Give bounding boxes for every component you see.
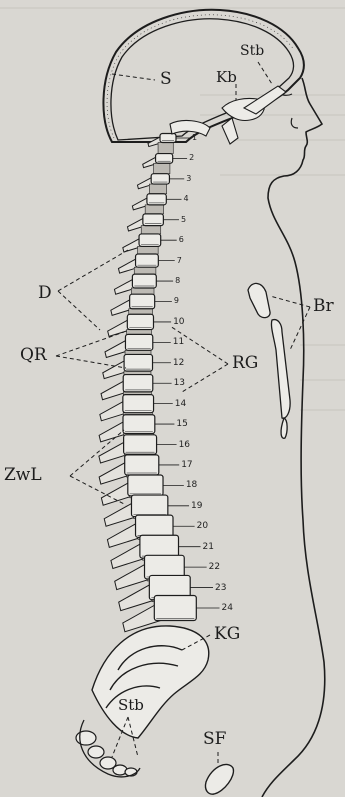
intervertebral-disc	[125, 350, 151, 354]
vertebra-body	[131, 495, 167, 517]
vertebra-number: 5	[181, 216, 186, 224]
vertebra-number: 21	[202, 543, 213, 552]
vertebra-body	[136, 515, 173, 537]
label-D: D	[38, 285, 52, 302]
label-SF: SF	[203, 731, 226, 748]
vertebra-number: 14	[175, 400, 186, 409]
intervertebral-disc	[158, 143, 173, 154]
sf-bone	[205, 764, 233, 794]
vertebra-number: 20	[197, 522, 208, 531]
vertebra-body	[124, 435, 157, 454]
sacrum	[92, 626, 209, 738]
vertebra-number: 3	[186, 175, 191, 183]
intervertebral-disc	[138, 246, 159, 254]
vertebra-number: 13	[174, 379, 185, 388]
vertebra-number: 7	[177, 257, 182, 265]
intervertebral-disc	[131, 288, 154, 294]
vertebra-number: 1	[192, 134, 197, 142]
label-ZwL: ZwL	[4, 467, 42, 484]
vertebra-number: 11	[173, 338, 184, 347]
intervertebral-disc	[145, 205, 163, 214]
vertebra-body	[123, 395, 154, 413]
vertebra-number: 2	[189, 154, 194, 162]
vertebra-body	[123, 415, 155, 434]
intervertebral-disc	[127, 330, 152, 335]
vertebra-body	[156, 154, 173, 164]
vertebra-body	[125, 334, 152, 350]
bleed-through-ghost	[120, 2, 126, 16]
vertebra-body	[151, 174, 169, 184]
vertebra-number: 18	[186, 481, 197, 490]
label-Stb-bottom: Stb	[118, 698, 144, 713]
vertebra-number: 22	[209, 563, 220, 572]
intervertebral-disc	[154, 163, 170, 173]
label-Stb-top: Stb	[240, 44, 264, 58]
label-KG: KG	[214, 626, 240, 643]
vertebra-number: 9	[174, 297, 179, 305]
label-RG: RG	[232, 355, 258, 372]
intervertebral-disc	[129, 309, 153, 315]
intervertebral-disc	[134, 267, 156, 274]
vertebra-number: 10	[173, 318, 184, 327]
intervertebral-disc	[141, 226, 160, 234]
label-Kb: Kb	[216, 70, 237, 85]
vertebra-number: 15	[176, 420, 187, 429]
vertebra-number: 6	[179, 236, 184, 244]
vertebral-column	[99, 121, 220, 632]
vertebra-number: 23	[215, 584, 226, 593]
vertebra-body	[160, 134, 176, 143]
body-outline	[262, 78, 325, 797]
vertebra-body	[140, 535, 179, 558]
intervertebral-disc	[149, 184, 166, 194]
vertebra-body	[128, 475, 163, 496]
coccyx	[76, 731, 137, 776]
vertebra-number: 16	[179, 441, 190, 450]
vertebra-number: 24	[222, 604, 233, 613]
vertebra-number: 17	[181, 461, 192, 470]
vertebra-number: 8	[175, 277, 180, 285]
label-Br: Br	[313, 298, 334, 315]
vertebra-body	[154, 596, 196, 621]
vertebra-body	[123, 375, 153, 392]
label-S: S	[160, 71, 172, 88]
vertebra-body	[125, 455, 159, 475]
vertebra-number: 4	[184, 195, 189, 203]
vertebra-number: 12	[173, 359, 184, 368]
vertebra-body	[124, 354, 152, 371]
label-QR: QR	[20, 347, 47, 364]
skull-inner	[111, 19, 294, 140]
skull	[103, 10, 303, 142]
vertebra-number: 19	[191, 502, 202, 511]
